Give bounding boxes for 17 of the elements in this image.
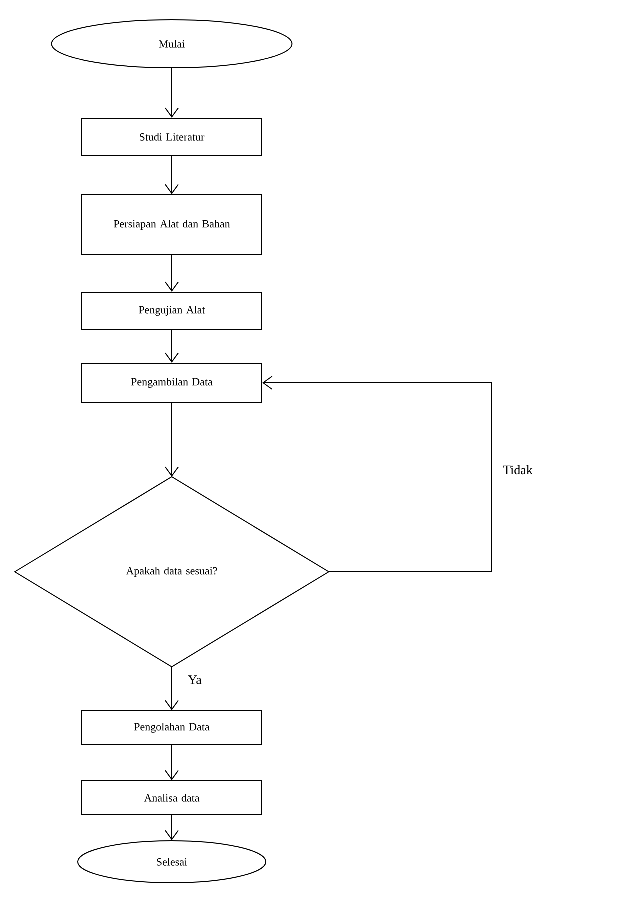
process-box: Pengujian Alat [82, 292, 262, 330]
process-box: Pengolahan Data [82, 710, 262, 746]
edge-label: Ya [187, 674, 203, 686]
process-box: Studi Literatur [82, 118, 262, 156]
arrow [165, 156, 179, 194]
arrow [165, 815, 179, 840]
arrow [165, 330, 179, 363]
arrow [262, 376, 492, 572]
process-box: Pengambilan Data [82, 363, 262, 403]
arrow [165, 745, 179, 780]
arrow [165, 68, 179, 118]
arrow [165, 255, 179, 292]
process-box: Persiapan Alat dan Bahan [82, 194, 262, 256]
edge-label: Tidak [502, 464, 534, 476]
arrow [165, 666, 179, 710]
process-box: Analisa data [82, 780, 262, 816]
arrow [165, 402, 179, 477]
